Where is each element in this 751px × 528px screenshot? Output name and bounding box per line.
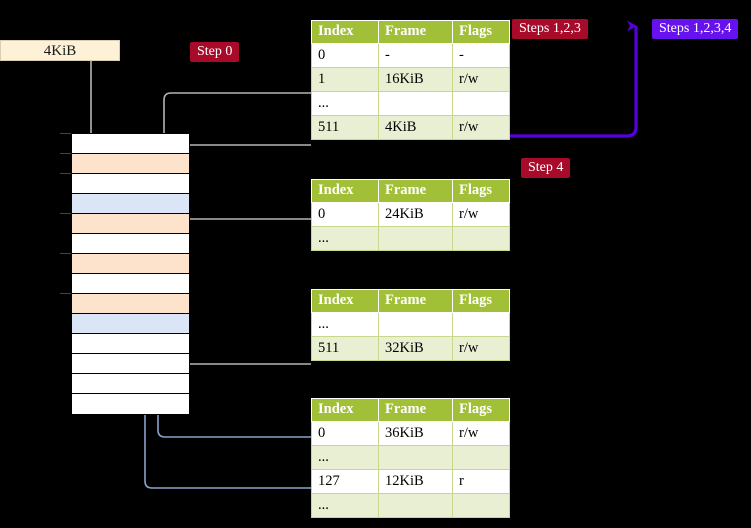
table-cell (452, 493, 510, 518)
table-cell: 32KiB (378, 336, 453, 361)
table-cell: r/w (452, 67, 510, 92)
table-cell: ... (311, 226, 379, 251)
memory-row (72, 254, 189, 274)
table-cell (378, 226, 453, 251)
table-cell: r (452, 469, 510, 494)
wire-memory-to-level1-row127 (144, 414, 311, 489)
table-cell: ... (311, 91, 379, 116)
table-cell (378, 493, 453, 518)
memory-row (72, 154, 189, 174)
table-cell: 511 (311, 115, 379, 140)
table-cell: 1 (311, 67, 379, 92)
memory-tick (60, 133, 71, 134)
table-cell: 36KiB (378, 421, 453, 446)
table-header-index: Index (311, 289, 379, 313)
memory-tick (60, 213, 71, 214)
table-row: ... (311, 226, 510, 251)
table-cell (452, 445, 510, 470)
table-header-frame: Frame (378, 398, 453, 422)
badge-step4: Step 4 (521, 158, 571, 178)
table-cell: ... (311, 445, 379, 470)
table-cell: 511 (311, 336, 379, 361)
memory-column (71, 133, 190, 415)
memory-row (72, 334, 189, 354)
table-header-flags: Flags (452, 20, 510, 44)
table-header-index: Index (311, 179, 379, 203)
table-row: ... (311, 91, 510, 116)
badge-steps-1234: Steps 1,2,3,4 (652, 19, 739, 39)
table-header-index: Index (311, 398, 379, 422)
table-header-flags: Flags (452, 289, 510, 313)
memory-tick (60, 173, 71, 174)
badge-steps-123: Steps 1,2,3 (512, 19, 588, 39)
table-cell: r/w (452, 115, 510, 140)
memory-tick (60, 153, 71, 154)
wire-level3-to-memory (170, 218, 311, 254)
memory-tick (60, 253, 71, 254)
memory-row (72, 194, 189, 214)
memory-row (72, 394, 189, 414)
wire-level4-511-to-memory (170, 144, 311, 164)
memory-row (72, 374, 189, 394)
table-cell: r/w (452, 421, 510, 446)
table-header-frame: Frame (378, 289, 453, 313)
table-cell: - (378, 43, 453, 68)
table-cell (452, 91, 510, 116)
table-cell: 4KiB (378, 115, 453, 140)
table-cell: r/w (452, 202, 510, 227)
table-cell (452, 312, 510, 337)
table-cell: 16KiB (378, 67, 453, 92)
memory-tick (60, 293, 71, 294)
size-box-4kib: 4KiB (0, 40, 120, 61)
table-row: 0-- (311, 43, 510, 68)
table-cell: - (452, 43, 510, 68)
table-cell: ... (311, 312, 379, 337)
memory-row (72, 294, 189, 314)
table-cell (378, 445, 453, 470)
table-header-index: Index (311, 20, 379, 44)
table-cell: 12KiB (378, 469, 453, 494)
table-cell: 0 (311, 202, 379, 227)
table-cell: 0 (311, 421, 379, 446)
memory-row (72, 134, 189, 154)
table-header-frame: Frame (378, 179, 453, 203)
table-header-flags: Flags (452, 398, 510, 422)
table-cell (378, 312, 453, 337)
table-header-frame: Frame (378, 20, 453, 44)
badge-step0: Step 0 (190, 42, 240, 62)
wire-memory-to-level1-row0 (157, 414, 311, 438)
table-cell: 0 (311, 43, 379, 68)
table-cell: r/w (452, 336, 510, 361)
table-row: ... (311, 312, 510, 337)
table-cell (378, 91, 453, 116)
memory-row (72, 314, 189, 334)
memory-row (72, 234, 189, 254)
memory-row (72, 274, 189, 294)
memory-row (72, 214, 189, 234)
table-row: ... (311, 445, 510, 470)
table-cell: 24KiB (378, 202, 453, 227)
table-cell (452, 226, 510, 251)
memory-row (72, 354, 189, 374)
wire-memory-to-level2 (164, 310, 311, 365)
table-row: ... (311, 493, 510, 518)
table-cell: ... (311, 493, 379, 518)
table-header-flags: Flags (452, 179, 510, 203)
table-cell: 127 (311, 469, 379, 494)
memory-row (72, 174, 189, 194)
